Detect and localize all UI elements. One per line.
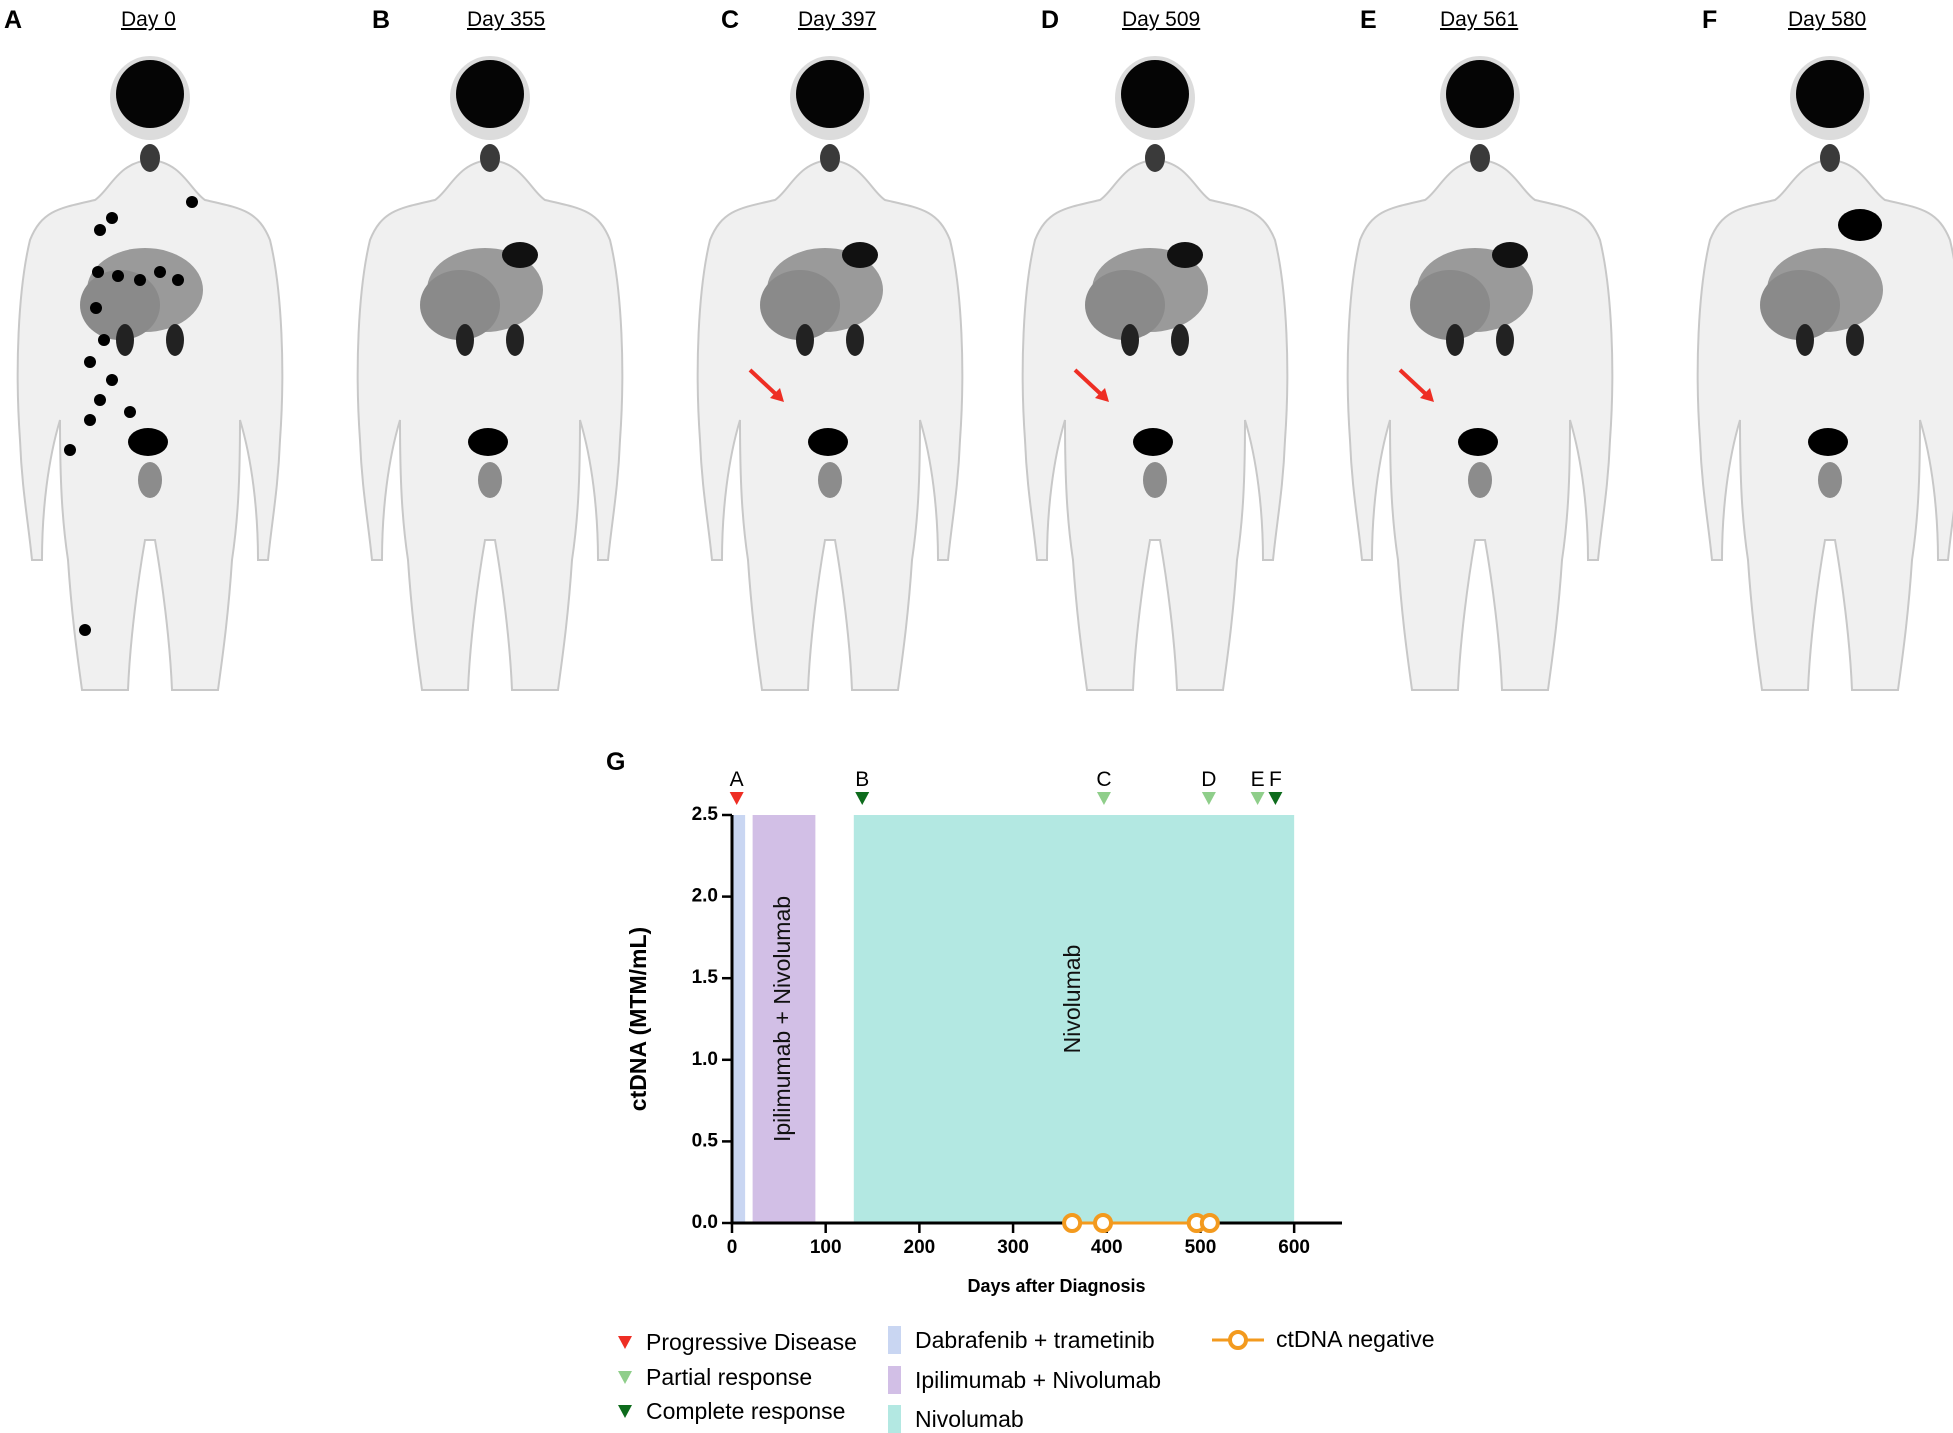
ctdna-point xyxy=(1062,1213,1083,1233)
legend-item-ctdna: ctDNA negative xyxy=(1212,1326,1435,1353)
panel-letter: E xyxy=(1360,6,1377,34)
legend-label: Complete response xyxy=(646,1398,846,1424)
pet-scan-image xyxy=(1346,56,1614,691)
lesion-arrow-icon xyxy=(1073,368,1109,402)
legend-label: Nivolumab xyxy=(915,1405,1024,1432)
treatment-band xyxy=(853,815,1295,1223)
response-marker-triangle xyxy=(855,792,870,805)
legend-item-progressive: Progressive Disease xyxy=(618,1329,857,1356)
x-tick-label: 100 xyxy=(810,1237,842,1258)
panel-letter: F xyxy=(1702,6,1718,34)
y-tick-label: 1.0 xyxy=(692,1049,718,1070)
panel-day-label: Day 561 xyxy=(1440,8,1519,31)
partial-triangle-icon xyxy=(618,1371,632,1384)
response-marker-label: C xyxy=(1096,768,1111,791)
ctdna-point xyxy=(1093,1213,1114,1233)
y-tick-label: 0.0 xyxy=(692,1212,718,1233)
x-tick-label: 400 xyxy=(1091,1237,1123,1258)
response-marker-triangle xyxy=(1201,792,1216,805)
response-marker-triangle xyxy=(1096,792,1111,805)
response-marker-label: D xyxy=(1201,768,1216,791)
y-tick-label: 2.5 xyxy=(692,804,719,825)
pet-scan-image xyxy=(696,56,964,691)
response-marker-label: B xyxy=(855,768,869,791)
x-tick-label: 0 xyxy=(727,1237,738,1258)
panel-day-label: Day 355 xyxy=(467,8,546,31)
panel-letter: B xyxy=(372,6,391,34)
panel-day-label: Day 580 xyxy=(1788,8,1867,31)
panel-day-label: Day 509 xyxy=(1122,8,1201,31)
response-marker-label: A xyxy=(730,768,744,791)
treatment-band xyxy=(752,815,816,1223)
legend-label: Dabrafenib + trametinib xyxy=(915,1326,1155,1353)
x-tick-label: 300 xyxy=(997,1237,1029,1258)
pet-scan-image xyxy=(16,56,284,691)
x-tick-label: 200 xyxy=(904,1237,936,1258)
ctdna-marker-icon xyxy=(1212,1329,1264,1350)
response-marker-triangle xyxy=(1268,792,1283,805)
x-tick-label: 500 xyxy=(1185,1237,1217,1258)
progressive-triangle-icon xyxy=(618,1336,632,1349)
legend-item-dabrafenib: Dabrafenib + trametinib xyxy=(888,1326,1155,1354)
x-axis-label: Days after Diagnosis xyxy=(967,1276,1145,1296)
y-tick-label: 1.5 xyxy=(692,967,719,988)
nivolumab-swatch xyxy=(888,1405,901,1433)
response-marker-label: E xyxy=(1251,768,1265,791)
x-tick-label: 600 xyxy=(1278,1237,1310,1258)
panel-day-label: Day 397 xyxy=(798,8,877,31)
legend-item-partial: Partial response xyxy=(618,1364,812,1391)
ipilimumab-swatch xyxy=(888,1366,901,1394)
treatment-label: Nivolumab xyxy=(1059,945,1085,1054)
complete-triangle-icon xyxy=(618,1405,632,1418)
lesion-arrow-icon xyxy=(1398,368,1434,402)
dabrafenib-swatch xyxy=(888,1326,901,1354)
pet-scan-image xyxy=(356,56,624,691)
pet-scan-image xyxy=(1696,56,1953,691)
y-axis-label: ctDNA (MTM/mL) xyxy=(625,927,651,1111)
legend-label: ctDNA negative xyxy=(1276,1326,1435,1352)
legend-label: Ipilimumab + Nivolumab xyxy=(915,1366,1162,1393)
response-marker-triangle xyxy=(1250,792,1265,805)
lesion-arrow-icon xyxy=(748,368,784,402)
response-marker-label: F xyxy=(1269,768,1282,791)
response-marker-triangle xyxy=(729,792,744,805)
legend-label: Progressive Disease xyxy=(646,1329,857,1355)
panel-letter: A xyxy=(4,6,23,34)
y-tick-label: 0.5 xyxy=(692,1130,719,1151)
y-tick-label: 2.0 xyxy=(692,886,718,907)
legend-item-complete: Complete response xyxy=(618,1398,845,1425)
panel-letter: D xyxy=(1041,6,1060,34)
legend-item-ipilimumab: Ipilimumab + Nivolumab xyxy=(888,1366,1161,1394)
legend-item-nivolumab: Nivolumab xyxy=(888,1405,1024,1433)
legend-label: Partial response xyxy=(646,1364,813,1390)
panel-letter-g: G xyxy=(606,748,625,776)
ctdna-point xyxy=(1199,1213,1220,1233)
panel-letter: C xyxy=(721,6,740,34)
treatment-label: Ipilimumab + Nivolumab xyxy=(769,896,795,1142)
treatment-band xyxy=(732,815,746,1223)
pet-scan-image xyxy=(1021,56,1289,691)
panel-day-label: Day 0 xyxy=(121,8,176,31)
